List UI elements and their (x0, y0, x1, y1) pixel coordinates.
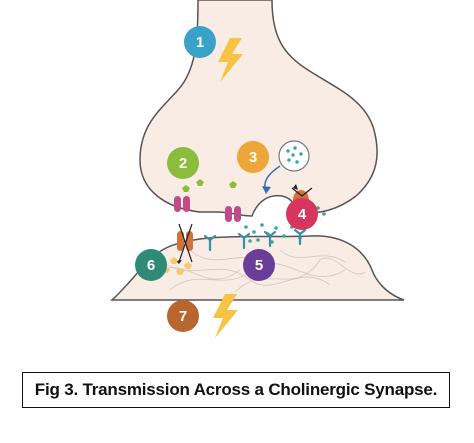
step-marker-3: 3 (237, 141, 269, 173)
exocytosis-arrowhead (262, 186, 271, 194)
step-marker-4: 4 (286, 198, 318, 230)
step-marker-7: 7 (167, 300, 199, 332)
step-marker-1: 1 (184, 26, 216, 58)
figure-caption: Fig 3. Transmission Across a Cholinergic… (34, 380, 438, 399)
action-potential-lightning-icon (218, 38, 243, 82)
svg-text:5: 5 (255, 257, 263, 274)
svg-text:6: 6 (147, 257, 155, 274)
step-marker-5: 5 (243, 249, 275, 281)
svg-text:7: 7 (179, 308, 187, 325)
step-marker-2: 2 (167, 147, 199, 179)
calcium-channel-right (225, 206, 241, 222)
step-marker-6: 6 (135, 249, 167, 281)
presynaptic-neuron (139, 0, 378, 217)
svg-text:3: 3 (249, 149, 257, 166)
calcium-ions (182, 179, 237, 192)
svg-text:4: 4 (298, 206, 307, 223)
calcium-channel-left (174, 196, 190, 212)
svg-text:2: 2 (179, 155, 187, 172)
figure-caption-box: Fig 3. Transmission Across a Cholinergic… (22, 372, 450, 408)
svg-text:1: 1 (196, 34, 204, 51)
action-potential-lightning-icon-lower (213, 294, 238, 338)
vesicle-acetylcholine (286, 146, 303, 164)
acetylcholine-receptors (203, 228, 307, 252)
